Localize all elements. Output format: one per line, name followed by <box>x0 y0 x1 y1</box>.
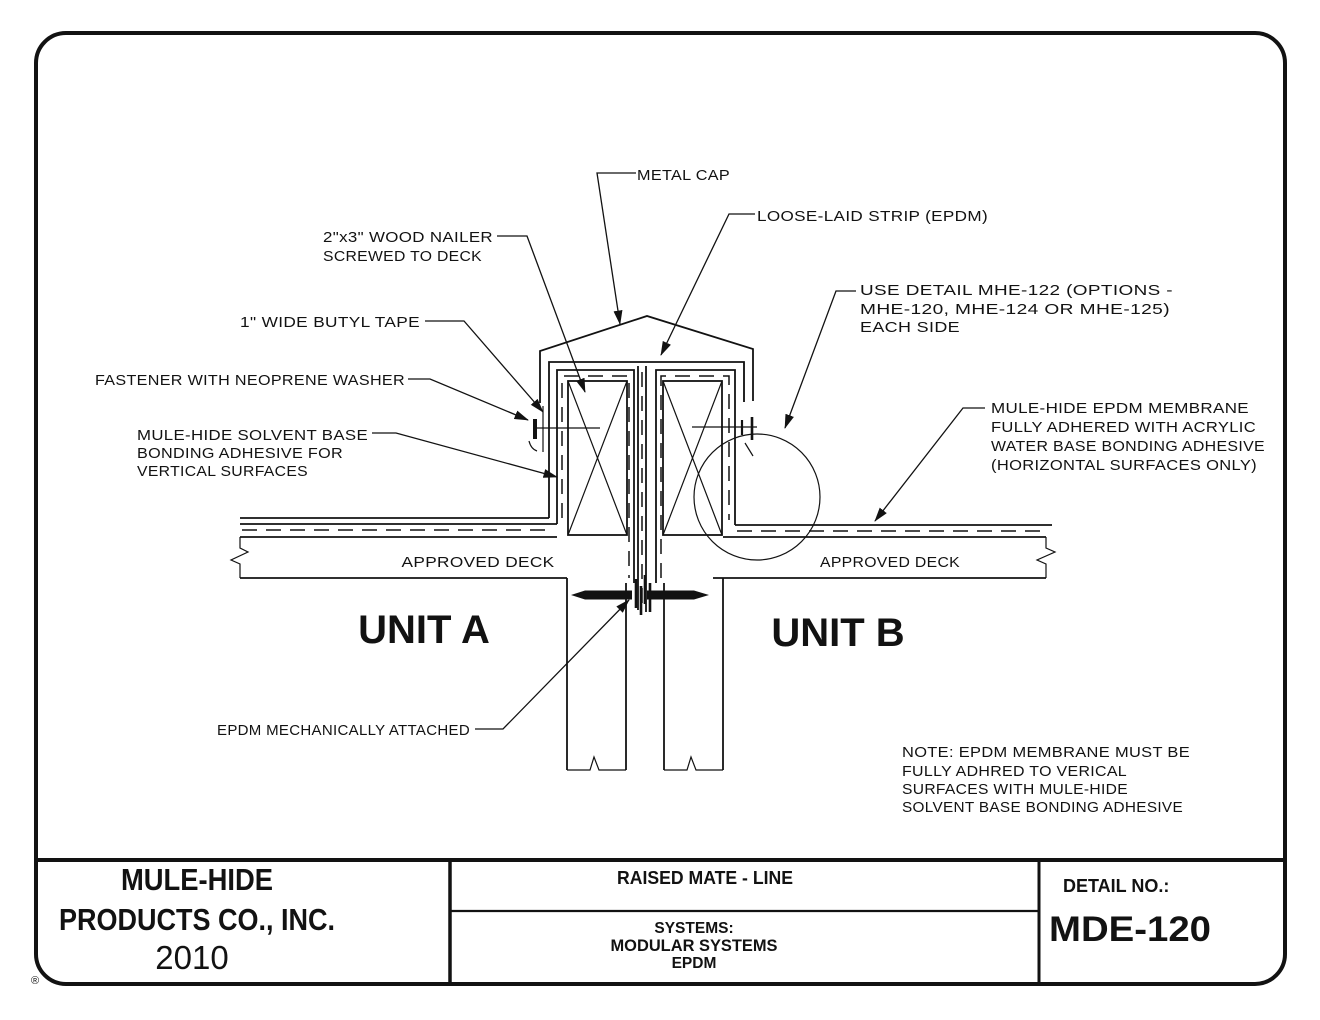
note-line-2: FULLY ADHRED TO VERICAL <box>902 764 1127 780</box>
membrane-label-2: FULLY ADHERED WITH ACRYLIC <box>991 420 1256 436</box>
systems-label: SYSTEMS: <box>654 920 733 937</box>
membrane-label-1: MULE-HIDE EPDM MEMBRANE <box>991 401 1249 417</box>
deck-right-break <box>1035 537 1057 578</box>
metal-cap-outline <box>539 315 754 403</box>
note-line-1: NOTE: EPDM MEMBRANE MUST BE <box>902 745 1190 761</box>
solvent-label-1: MULE-HIDE SOLVENT BASE <box>137 428 368 444</box>
epdm-attached-label: EPDM MECHANICALLY ATTACHED <box>217 723 470 739</box>
loose-laid-strip-label: LOOSE-LAID STRIP (EPDM) <box>757 209 988 225</box>
mechanical-attachment <box>571 575 709 615</box>
membrane-label-3: WATER BASE BONDING ADHESIVE <box>991 439 1265 455</box>
deck-right <box>713 524 1057 579</box>
use-detail-label-2: MHE-120, MHE-124 OR MHE-125) <box>860 302 1170 318</box>
company-name-line2: PRODUCTS CO., INC. <box>59 902 335 937</box>
leader-butyl-tape <box>425 320 544 413</box>
use-detail-label-1: USE DETAIL MHE-122 (OPTIONS - <box>860 283 1173 299</box>
right-wood-nailer <box>662 380 723 536</box>
wood-nailer-label-1: 2"x3" WOOD NAILER <box>323 230 493 246</box>
detail-circle <box>693 433 821 561</box>
right-nailer-assembly <box>655 369 736 583</box>
detail-number-section: DETAIL NO.: MDE-120 <box>1049 876 1211 949</box>
metal-cap-label: METAL CAP <box>637 168 730 184</box>
detail-title: RAISED MATE - LINE <box>617 868 793 888</box>
left-fastener <box>528 406 600 452</box>
unit-a-label: UNIT A <box>358 608 490 652</box>
use-detail-label-3: EACH SIDE <box>860 320 960 336</box>
deck-left-break <box>229 537 250 578</box>
leader-fastener <box>408 378 529 421</box>
note-line-4: SOLVENT BASE BONDING ADHESIVE <box>902 800 1183 816</box>
title-block: MULE-HIDE PRODUCTS CO., INC. 2010 RAISED… <box>31 858 1285 987</box>
solvent-label-3: VERTICAL SURFACES <box>137 464 308 480</box>
leader-loose-laid <box>660 213 755 356</box>
unit-a-wall <box>566 578 627 771</box>
left-nailer-assembly <box>556 369 635 583</box>
membrane-label-4: (HORIZONTAL SURFACES ONLY) <box>991 458 1257 474</box>
butyl-tape-label: 1" WIDE BUTYL TAPE <box>240 315 420 331</box>
year-label: 2010 <box>155 939 228 976</box>
fastener-label: FASTENER WITH NEOPRENE WASHER <box>95 373 405 389</box>
leader-wood-nailer <box>497 235 586 393</box>
note-line-3: SURFACES WITH MULE-HIDE <box>902 782 1128 798</box>
mate-line-strips <box>637 366 647 612</box>
deck-left <box>229 517 567 579</box>
company-name-line1: MULE-HIDE <box>121 862 273 897</box>
solvent-label-2: BONDING ADHESIVE FOR <box>137 446 343 462</box>
right-fastener <box>692 362 757 457</box>
wood-nailer-label-2: SCREWED TO DECK <box>323 249 482 265</box>
company-section: MULE-HIDE PRODUCTS CO., INC. 2010 <box>59 862 335 976</box>
detail-no-label: DETAIL NO.: <box>1063 876 1169 896</box>
leader-use-detail <box>784 290 856 429</box>
unit-b-wall <box>663 578 724 771</box>
leader-metal-cap <box>596 172 636 325</box>
detail-title-section: RAISED MATE - LINE SYSTEMS: MODULAR SYST… <box>611 868 794 972</box>
left-wood-nailer <box>567 380 628 536</box>
approved-deck-right-label: APPROVED DECK <box>820 555 960 571</box>
sheet-border <box>34 31 1287 986</box>
leader-epdm-attached <box>475 599 630 730</box>
systems-line3: EPDM <box>672 955 717 972</box>
raised-mate-line-detail: METAL CAP LOOSE-LAID STRIP (EPDM) 2"x3" … <box>95 168 1265 816</box>
approved-deck-left-label: APPROVED DECK <box>402 555 555 571</box>
systems-line2: MODULAR SYSTEMS <box>611 937 778 955</box>
registered-trademark-symbol: ® <box>31 975 39 987</box>
leader-lines <box>372 172 985 730</box>
detail-no-value: MDE-120 <box>1049 910 1211 949</box>
leader-membrane <box>874 407 985 522</box>
note-block: NOTE: EPDM MEMBRANE MUST BE FULLY ADHRED… <box>902 745 1190 816</box>
callout-labels: METAL CAP LOOSE-LAID STRIP (EPDM) 2"x3" … <box>95 168 1265 739</box>
leader-solvent <box>372 432 558 478</box>
unit-b-label: UNIT B <box>771 611 904 655</box>
